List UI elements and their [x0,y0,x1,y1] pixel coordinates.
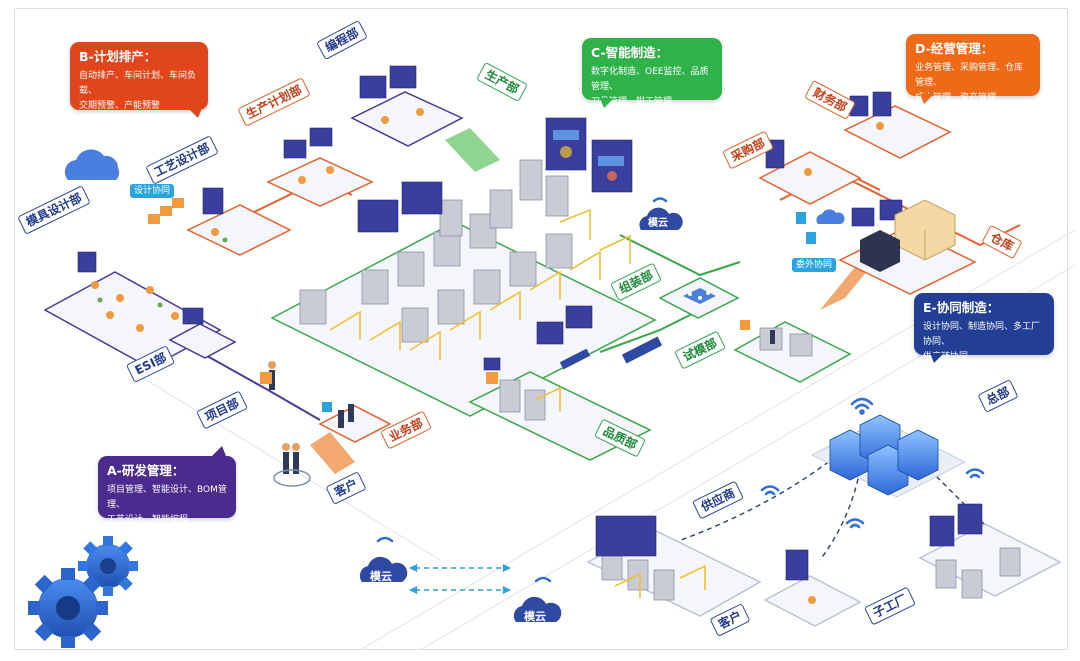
clouds [64,149,845,622]
cloud-label-2: 模云 [524,610,546,623]
tag-weiwai-xietong: 委外协同 [792,258,837,272]
assembly-station [683,288,716,304]
cloud-label-1: 模云 [370,570,392,583]
diagram-frame [14,8,1068,650]
platforms [43,91,1062,627]
box-d-line-1: 业务管理、采购管理、仓库管理、 [915,63,1024,88]
box-e-tail [930,353,944,363]
cloud-mo-2 [513,596,562,622]
box-e-line-2: 供应链协同 [923,352,969,362]
wifi-icons [376,197,985,583]
platform-biancheng [350,91,464,147]
box-d-body: 业务管理、采购管理、仓库管理、 成本管理、资产管理 [915,61,1031,106]
dashboard-highlights [553,130,624,181]
box-c-line-2: 刀具管理、钳工管理 [591,97,673,107]
box-d-line-2: 成本管理、资产管理 [915,93,997,103]
box-a-tail [212,446,226,456]
box-c-tail [600,98,614,108]
box-b-title: B-计划排产： [79,49,157,64]
box-e-title: E-协同制造： [923,300,1000,315]
tag-sheji-xietong: 设计协同 [130,184,175,198]
line-green-test [599,309,701,353]
box-c-body: 数字化制造、OEE监控、品质管理、 刀具管理、钳工管理 [591,65,713,110]
box-a-title: A-研发管理： [107,463,185,478]
box-e-body: 设计协同、制造协同、多工厂协同、 供应链协同 [923,320,1045,365]
box-d-title: D-经营管理： [915,41,994,56]
cloud-mo-1 [359,556,408,582]
line-green-prod [619,234,741,277]
platform-jihua [266,157,374,207]
box-b-line-2: 交期预警、产能预警 [79,101,161,111]
warehouse-goods [860,199,956,272]
box-c-manufacturing: C-智能制造： 数字化制造、OEE监控、品质管理、 刀具管理、钳工管理 [582,38,722,107]
cloud-link-arrows [409,564,511,594]
box-b-body: 自动排产、车间计划、车间负载、 交期预警、产能预警 [79,69,199,114]
box-d-tail [920,94,934,104]
box-e-collaboration: E-协同制造： 设计协同、制造协同、多工厂协同、 供应链协同 [914,293,1054,362]
gears-icon [28,536,138,648]
cloud-label-3: 模云 [648,218,668,229]
box-a-body: 项目管理、智能设计、BOM管理、 工艺设计、智能编程 [107,483,227,528]
hq-servers [810,414,967,498]
cloud-mo-3 [639,207,683,230]
box-a-rnd: A-研发管理： 项目管理、智能设计、BOM管理、 工艺设计、智能编程 [98,456,236,525]
box-b-planning: B-计划排产： 自动排产、车间计划、车间负载、 交期预警、产能预警 [70,42,208,111]
box-a-line-1: 项目管理、智能设计、BOM管理、 [107,485,227,510]
box-e-line-1: 设计协同、制造协同、多工厂协同、 [923,322,1041,347]
box-c-line-1: 数字化制造、OEE监控、品质管理、 [591,67,709,92]
cloud-small [816,209,845,224]
box-d-business: D-经营管理： 业务管理、采购管理、仓库管理、 成本管理、资产管理 [906,34,1040,103]
dashboards [77,65,983,581]
cloud-decor-left [64,149,120,180]
platform-caigou [758,151,862,205]
line-orange-right [819,164,1021,247]
box-c-title: C-智能制造： [591,45,669,60]
doc-icons [148,198,816,412]
box-b-line-1: 自动排产、车间计划、车间负载、 [79,71,197,96]
box-a-line-2: 工艺设计、智能编程 [107,515,189,525]
machines [299,159,1021,601]
platform-esi [168,323,237,359]
box-b-tail [188,108,202,118]
